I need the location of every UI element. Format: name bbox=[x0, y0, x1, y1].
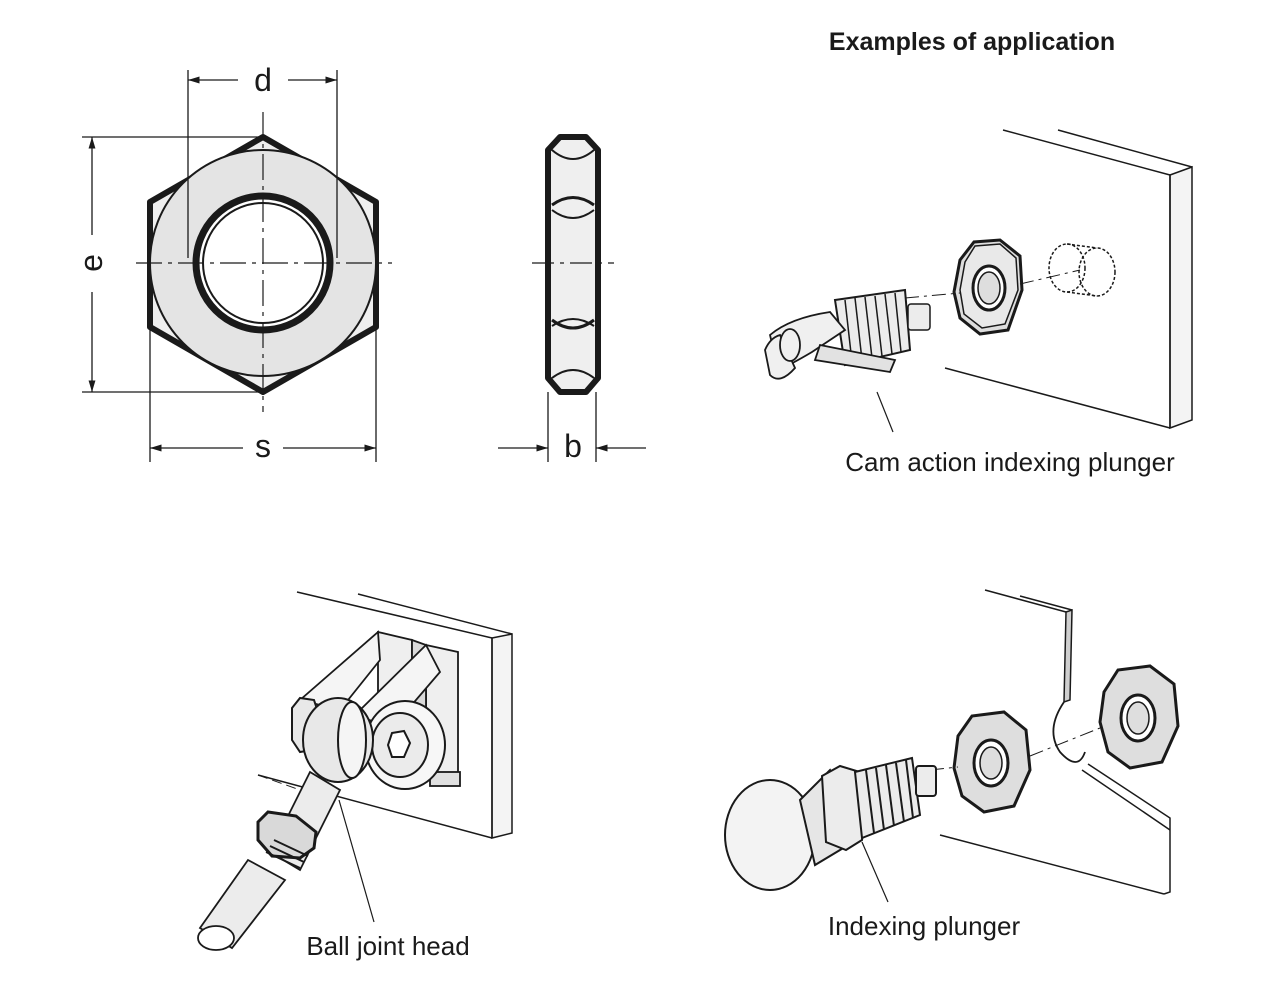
cam-lever bbox=[764, 311, 897, 380]
caption-cam-action: Cam action indexing plunger bbox=[845, 447, 1175, 477]
rod bbox=[197, 770, 342, 951]
example-indexing-plunger bbox=[724, 589, 1180, 903]
hex-nut-front-view bbox=[136, 112, 392, 412]
example-cam-action bbox=[764, 129, 1193, 433]
dimension-d-label: d bbox=[254, 62, 272, 98]
lock-nut-1 bbox=[952, 710, 1032, 814]
examples-title: Examples of application bbox=[829, 28, 1115, 56]
dimension-s bbox=[149, 330, 377, 462]
dimension-e bbox=[82, 136, 263, 393]
hex-nut-side-view bbox=[532, 134, 614, 395]
caption-indexing-plunger: Indexing plunger bbox=[828, 911, 1021, 941]
dimension-s-label: s bbox=[255, 428, 271, 464]
indexing-plunger-body bbox=[724, 756, 937, 891]
dimension-e-label: e bbox=[73, 254, 109, 272]
plunger-body bbox=[833, 288, 931, 367]
dimension-b bbox=[498, 392, 646, 462]
dimension-d bbox=[187, 70, 338, 258]
lock-nut bbox=[952, 238, 1024, 336]
caption-ball-joint: Ball joint head bbox=[306, 931, 469, 961]
ball-housing bbox=[291, 696, 374, 783]
pivot-screw bbox=[364, 700, 446, 790]
lock-nut-2 bbox=[1098, 664, 1180, 770]
example-ball-joint bbox=[197, 591, 513, 951]
dimension-b-label: b bbox=[564, 428, 582, 464]
